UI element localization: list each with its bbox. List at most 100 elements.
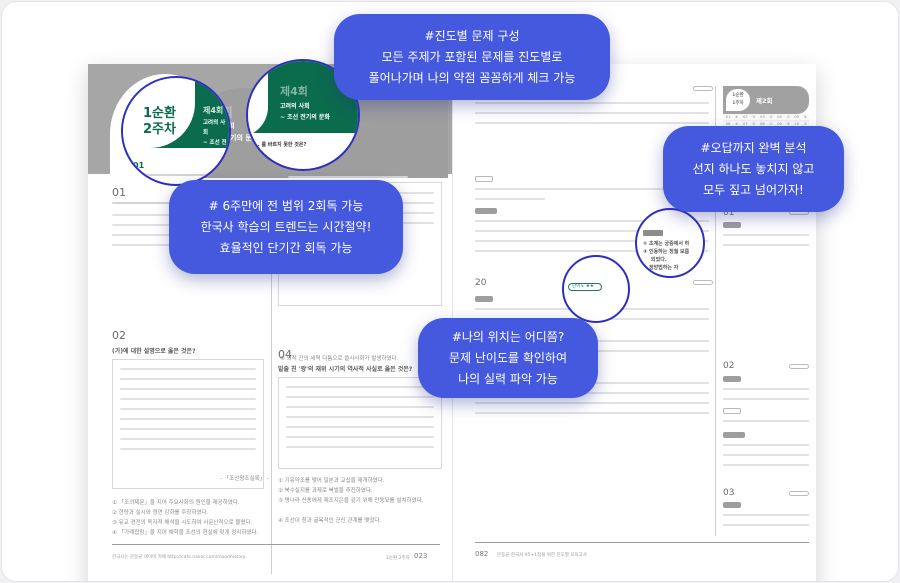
explanation-number: 20 [475, 278, 487, 288]
answer-choice: ② [767, 114, 775, 121]
text-line [723, 244, 809, 246]
choice-text: ④ 외척 간의 세력 다툼으로 을사사화가 발생하였다. [280, 356, 399, 362]
choice-text: ④ 조선이 청과 굴욕적인 군신 관계를 맺었다. [278, 518, 382, 524]
zoom-circle-difficulty: 난이도 ★★ [562, 255, 630, 323]
answer-choice: ① [784, 114, 792, 121]
question-number: 01 [133, 161, 145, 170]
answer-question-number: 01 [723, 114, 734, 121]
round-line1: 1순환 [143, 106, 176, 121]
callout-title: # 6주만에 전 범위 2회독 가능 [208, 198, 364, 213]
footer-rule [475, 542, 809, 543]
wrong-line: ③ 인동하는 정월 보름 [643, 249, 690, 255]
text-line [723, 524, 809, 526]
callout-line: 모든 주제가 포함된 문제를 진도별로 [381, 49, 563, 64]
topic-line2: ~ 조선 전기의 문화 [203, 140, 227, 156]
source-line [120, 408, 256, 410]
text-line [723, 420, 809, 422]
callout-line: 선지 하나도 놓치지 않고 [692, 161, 815, 176]
explanation-number: 02 [723, 361, 735, 371]
question-number: 04 [278, 348, 292, 361]
page-number: 082 [475, 550, 489, 558]
difficulty-badge [693, 280, 713, 285]
question-number: 02 [112, 329, 126, 342]
text-line [475, 198, 545, 200]
callout-title: #나의 위치는 어디쯤? [451, 329, 565, 344]
explanation-number: 01 [723, 208, 735, 218]
source-line [120, 368, 256, 370]
source-line [286, 416, 434, 418]
callout-line: 문제 난이도를 확인하여 [448, 350, 568, 365]
footer-text: 한국사는 문동균 네이버 카페 http://cafe.naver.com/mo… [112, 555, 246, 560]
text-line [475, 112, 709, 114]
white-blob [248, 61, 268, 137]
text-line [723, 464, 809, 466]
choice-text: ① 기유약조를 맺어 일본과 교섭을 재개하였다. [278, 478, 385, 484]
question-title: 밑줄 친 '왕'의 재위 시기의 역사적 사실로 옳은 것은? [278, 366, 413, 373]
round-pill: 1순환 1주차 [726, 89, 750, 111]
answer-question-number: 02 [740, 114, 751, 121]
source-line [286, 386, 434, 388]
source-line [286, 446, 434, 448]
tag-wrong [723, 432, 745, 438]
question-title: (가)에 대한 설명으로 옳은 것은? [112, 348, 196, 355]
session-topic: 고려의 사회 ~ 조선 전기의 문화 [280, 101, 330, 123]
choice-text: ② 북수실지를 과제로 북벌을 추진하였다. [278, 488, 373, 494]
topic-line1: 고려의 사회 [203, 120, 226, 136]
footer-text: 문동균 한국사 95+1점을 위한 진도별 모의고사 [497, 553, 587, 558]
round-line2: 1주차 [732, 101, 744, 106]
difficulty-badge [789, 364, 809, 369]
choice-text: ① 「조의제문」을 지어 주요사화의 원인을 제공하였다. [112, 500, 240, 506]
source-line [286, 406, 434, 408]
text-line [475, 402, 709, 404]
callout-progress: #진도별 문제 구성 모든 주제가 포함된 문제를 진도별로 풀어나가며 나의 … [334, 14, 610, 100]
session-topic: 고려의 사회 ~ 조선 전기의 문화 [203, 118, 229, 158]
tag-analysis [723, 376, 741, 382]
source-line [120, 428, 256, 430]
question-title-line [112, 202, 192, 204]
column-divider [715, 86, 716, 536]
tag-wrong [643, 230, 663, 236]
tag-analysis [475, 296, 493, 302]
text-line [723, 444, 809, 446]
wrong-line: ④ 정방법하는 자 [643, 265, 679, 271]
choice-text: ③ 유교 경전의 독자적 해석을 시도하여 사문난적으로 몰렸다. [112, 520, 253, 526]
callout-wrong-answers: #오답까지 완벽 분석 선지 하나도 놓치지 않고 모두 짚고 넘어가자! [663, 126, 844, 212]
source-line [120, 438, 256, 440]
callout-line: 한국사 학습의 트렌드는 시간절약! [200, 219, 372, 234]
footer-rule [112, 544, 440, 545]
answer-banner: 1순환 1주차 제2회 [723, 86, 809, 114]
footer-round-label: 1순환 2주차 [386, 556, 410, 561]
text-line [133, 174, 223, 176]
source-box [278, 377, 442, 469]
source-line [120, 378, 256, 380]
tag-analysis [723, 222, 741, 228]
source-line [120, 448, 256, 450]
text-line [723, 454, 809, 456]
explanation-number: 03 [723, 488, 735, 498]
round-line1: 1순환 [732, 93, 744, 98]
answer-choice: ④ [801, 114, 809, 121]
text-line [475, 250, 709, 252]
session-number: 제4회 [280, 85, 308, 98]
source-line [286, 396, 434, 398]
callout-title: #진도별 문제 구성 [424, 28, 520, 43]
source-line [120, 388, 256, 390]
text-line [723, 234, 809, 236]
source-box [112, 359, 264, 489]
difficulty-badge [693, 86, 713, 91]
text-line [475, 240, 709, 242]
answer-question-number: 03 [757, 114, 768, 121]
wrong-line: 되었다. [651, 257, 667, 263]
text-line [723, 398, 809, 400]
choice-text: ④ 「가례집람」을 지어 예학을 조선의 현실에 맞게 정리하였다. [112, 530, 259, 536]
answer-question-number: 04 [774, 114, 785, 121]
answer-question-number: 05 [791, 114, 802, 121]
text-line [723, 514, 809, 516]
round-label-zoomed: 1순환 2주차 [143, 106, 176, 138]
callout-line: 모두 짚고 넘어가자! [703, 182, 804, 197]
callout-six-weeks: # 6주만에 전 범위 2회독 가능 한국사 학습의 트렌드는 시간절약! 효율… [169, 180, 403, 274]
session-number: 제4회 [203, 106, 224, 115]
question-number: 01 [112, 186, 126, 199]
